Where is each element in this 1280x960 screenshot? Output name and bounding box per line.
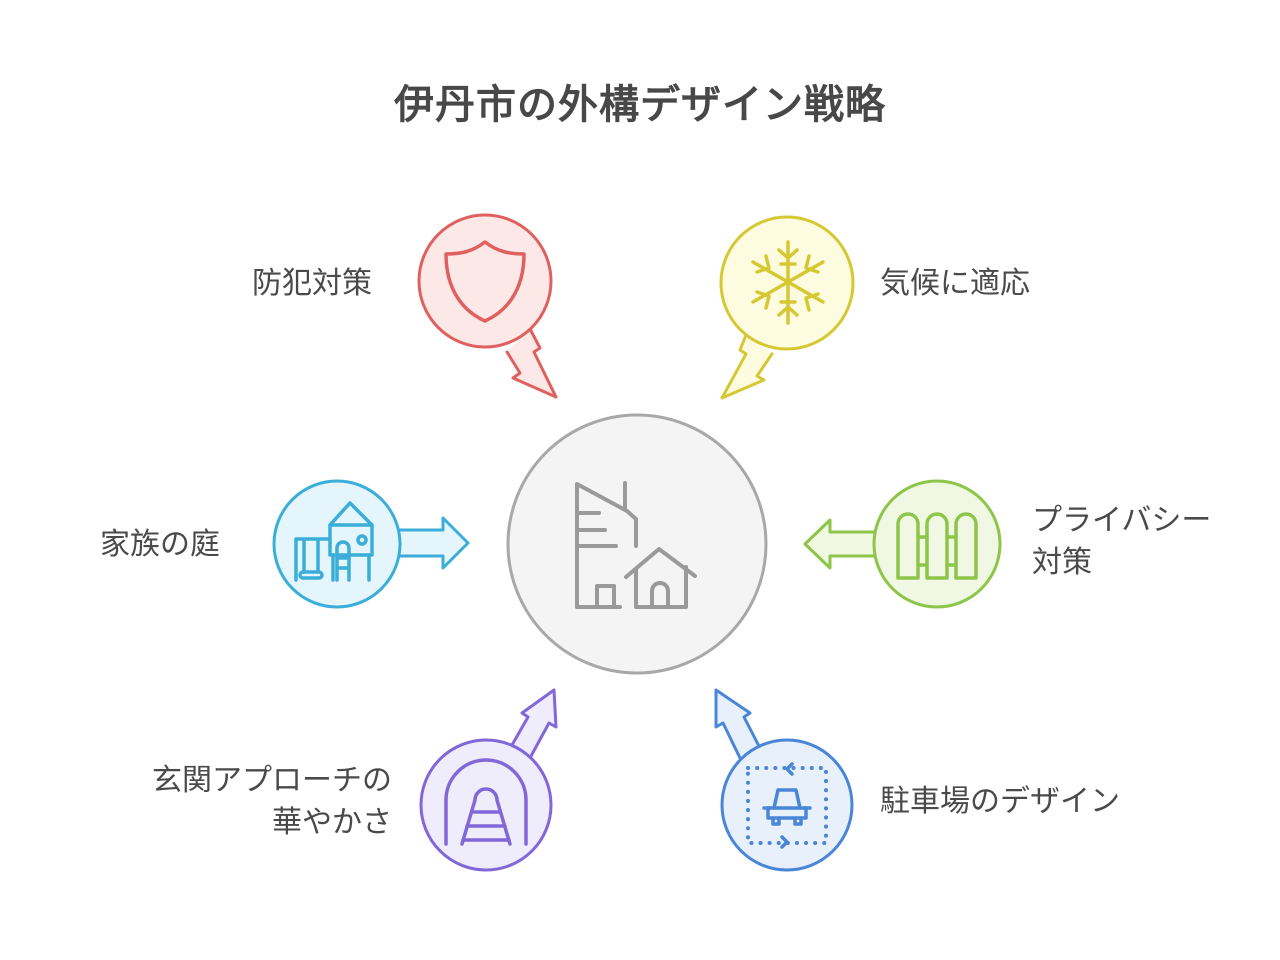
node-climate[interactable]	[719, 215, 855, 400]
label-line: 防犯対策	[252, 266, 372, 301]
label-family-garden: 家族の庭	[100, 524, 220, 566]
node-entrance[interactable]	[419, 688, 558, 872]
node-family-garden[interactable]	[272, 479, 470, 609]
label-line: 駐車場のデザイン	[880, 784, 1120, 819]
car-parking-icon	[746, 762, 828, 849]
label-climate: 気候に適応	[880, 263, 1030, 305]
node-parking[interactable]	[714, 688, 854, 872]
label-line: プライバシー	[1032, 503, 1212, 538]
playground-icon	[294, 501, 374, 582]
label-line: 玄関アプローチの	[152, 763, 392, 798]
page-title: 伊丹市の外構デザイン戦略	[394, 82, 886, 128]
tunnel-path-icon	[444, 758, 528, 846]
snowflake-icon	[751, 240, 825, 325]
label-line: 対策	[1032, 545, 1092, 580]
label-security: 防犯対策	[252, 263, 372, 305]
label-line: 華やかさ	[272, 805, 392, 840]
building-house-icon	[575, 481, 697, 609]
node-security[interactable]	[417, 213, 558, 399]
label-line: 家族の庭	[100, 527, 220, 562]
center-node	[506, 413, 768, 675]
fence-icon	[896, 512, 978, 580]
label-parking: 駐車場のデザイン	[880, 781, 1120, 823]
label-privacy: プライバシー 対策	[1032, 500, 1211, 584]
label-line: 気候に適応	[880, 266, 1030, 301]
shield-icon	[444, 240, 526, 323]
node-privacy[interactable]	[803, 479, 1002, 609]
label-entrance: 玄関アプローチの 華やかさ	[100, 760, 392, 844]
